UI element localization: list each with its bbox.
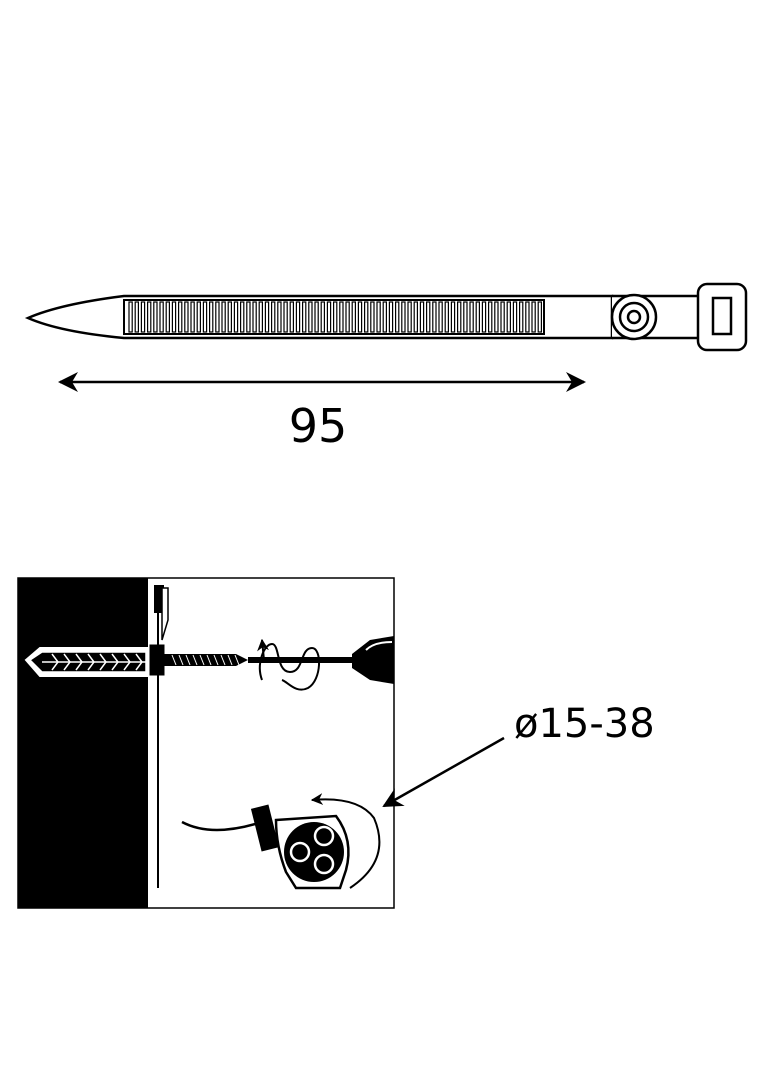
screw-icon [164,654,360,666]
wall-section [18,578,148,908]
rotation-arrow-icon [257,638,320,691]
cable-tie-serrations [128,301,543,333]
cable-tie-icon [24,282,748,352]
cable-bundle-icon [181,804,350,890]
screwdriver-icon [352,636,394,684]
cable-tie-mount-hole [626,309,642,325]
diameter-label: ø15-38 [514,701,655,747]
tie-strap-mounted [149,585,169,888]
installation-detail [17,577,395,909]
wrap-direction-arrow [310,793,381,889]
diameter-callout-arrow [382,736,505,808]
length-label: 95 [289,399,348,453]
wall-plug-icon [24,647,151,677]
cable-tie-head-slot [711,296,733,336]
